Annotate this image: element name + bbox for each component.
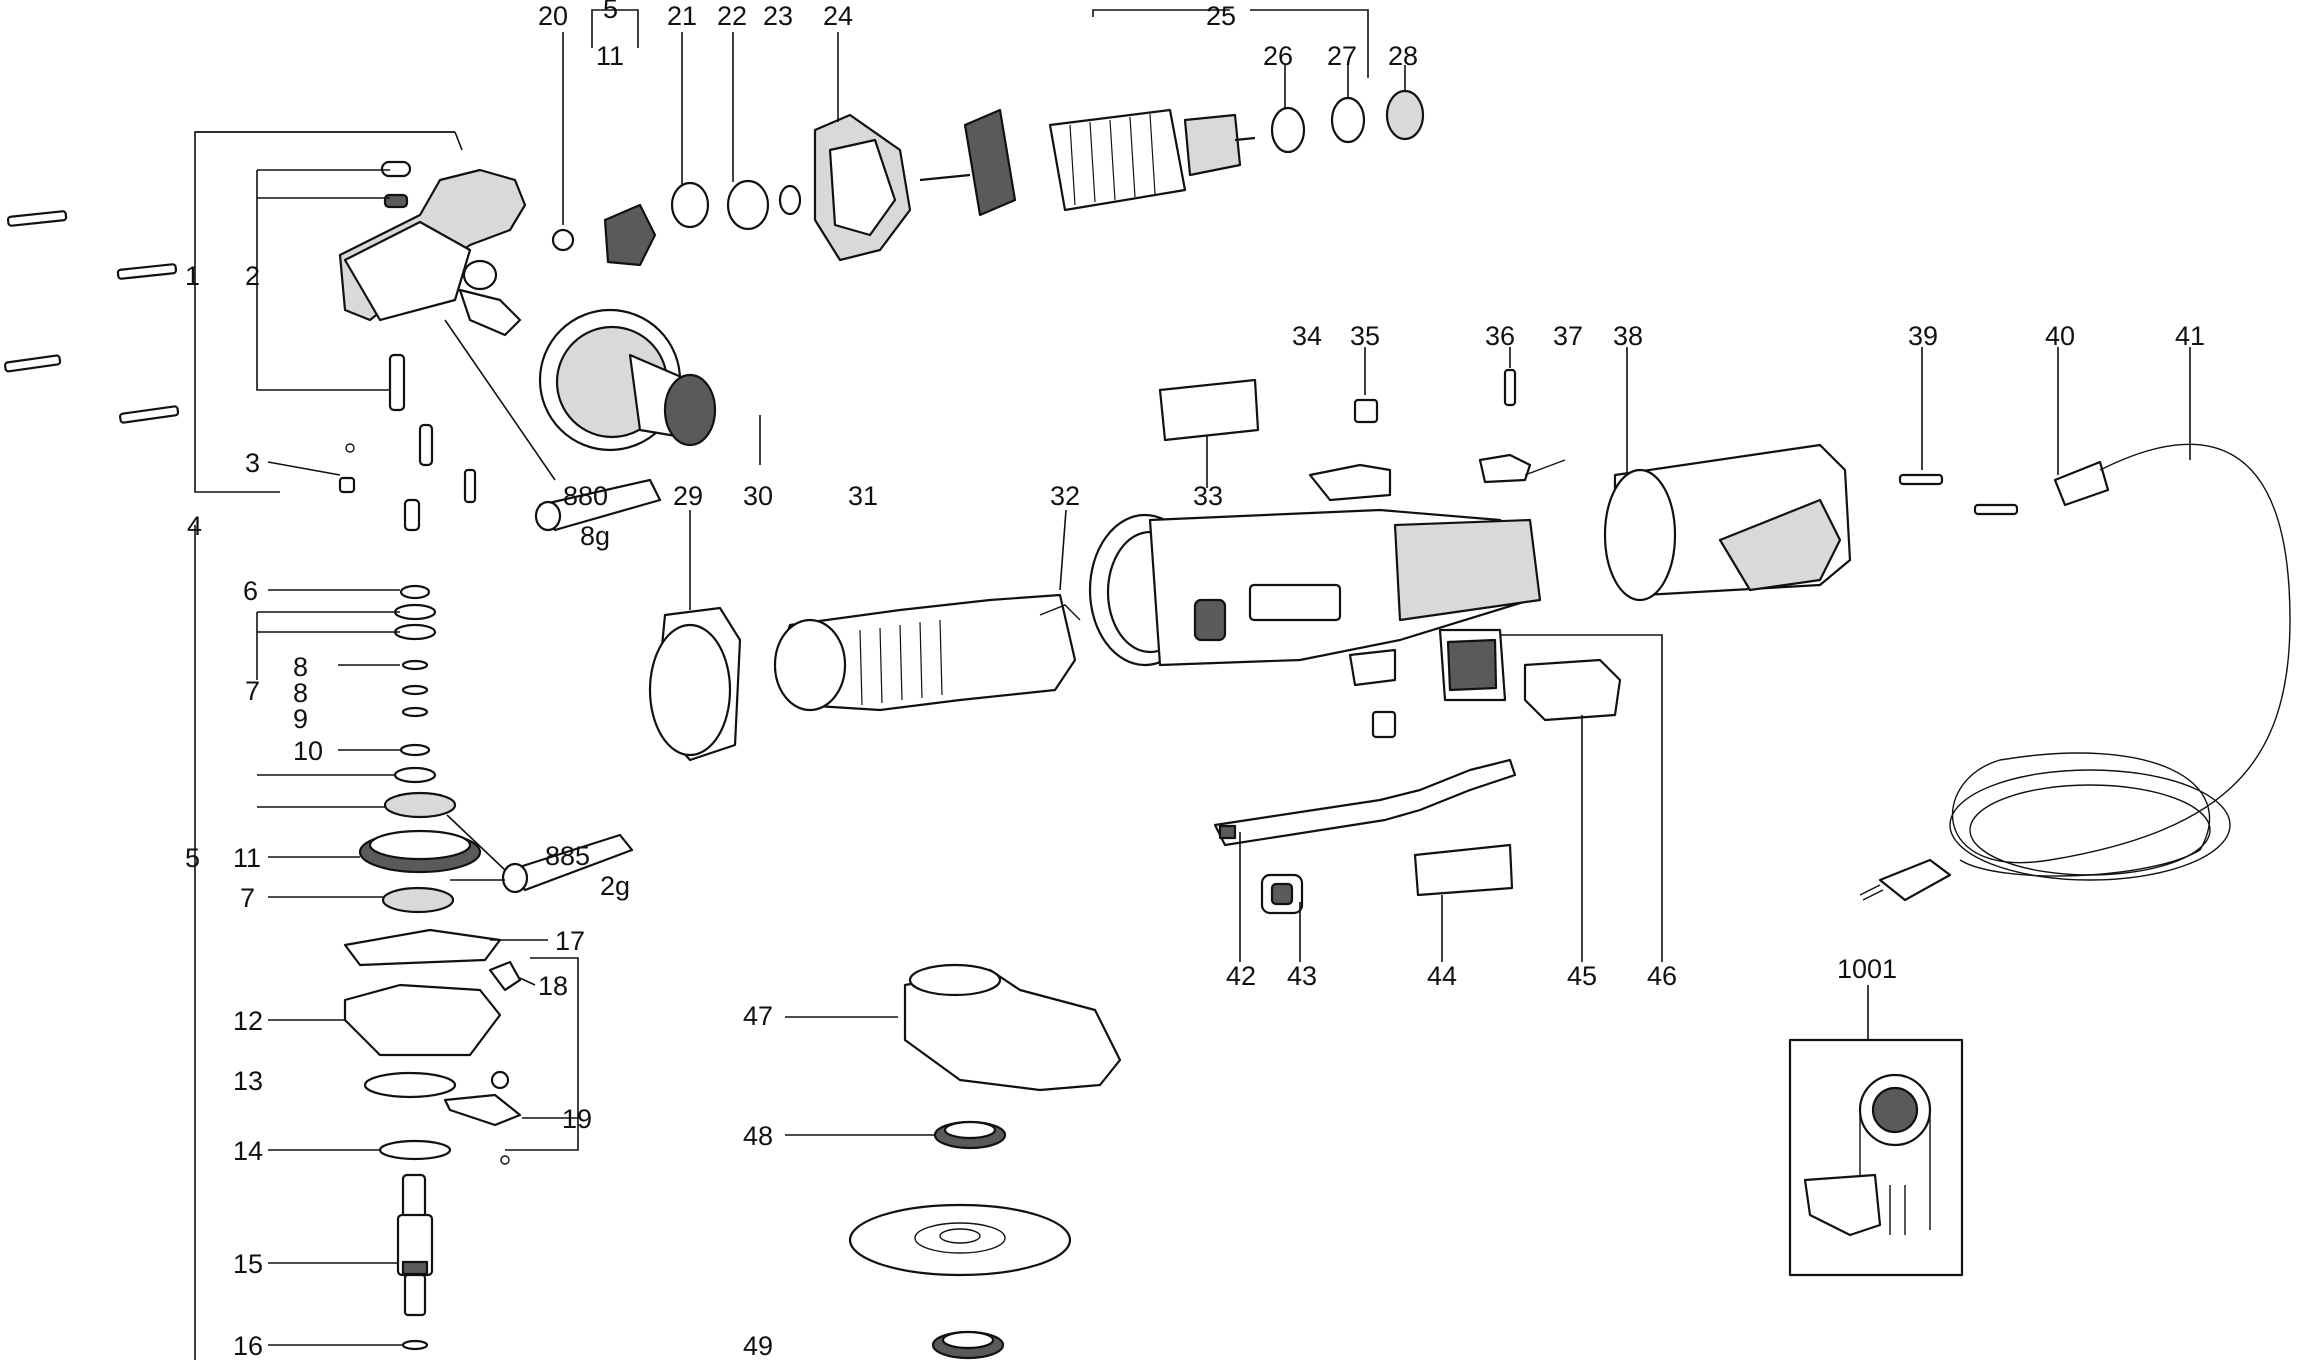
label-36: 36 [1485, 321, 1515, 351]
label-25: 25 [1206, 1, 1236, 31]
label-43: 43 [1287, 961, 1317, 991]
label-16: 16 [233, 1331, 263, 1361]
label-15: 15 [233, 1249, 263, 1279]
wheel-guard-icon [903, 963, 1122, 1092]
label-5-top: 5 [603, 0, 618, 24]
label-14: 14 [233, 1136, 263, 1166]
label-30: 30 [743, 481, 773, 511]
label-18: 18 [538, 971, 568, 1001]
label-28: 28 [1388, 41, 1418, 71]
gear-housing-icon [338, 160, 527, 337]
label-11-left: 11 [233, 843, 261, 873]
grease-tube-880: 880 8g [444, 319, 662, 551]
label-33: 33 [1193, 481, 1223, 511]
baffle-icon [648, 606, 742, 762]
motor-housing-icon [1088, 508, 1542, 667]
label-7a: 7 [245, 676, 260, 706]
screw-icon [3, 210, 180, 424]
label-49: 49 [743, 1331, 773, 1361]
label-45: 45 [1567, 961, 1597, 991]
label-plate-33 [1158, 378, 1260, 442]
label-13: 13 [233, 1066, 263, 1096]
label-7b: 7 [240, 883, 255, 913]
spindle-stack-icon [343, 584, 502, 1351]
label-19: 19 [562, 1104, 592, 1134]
label-22: 22 [717, 1, 747, 31]
wiring-diagram-icon [1788, 1038, 1964, 1277]
spindle-flange-icon [538, 308, 717, 452]
wrench-icon [1213, 758, 1517, 847]
grease-tube-885: 885 2g [501, 833, 634, 901]
left-bracket [194, 131, 463, 1360]
label-3: 3 [245, 448, 260, 478]
label-35: 35 [1350, 321, 1380, 351]
label-37: 37 [1553, 321, 1583, 351]
label-2: 2 [245, 261, 260, 291]
label-8a: 8 [293, 652, 308, 682]
label-6: 6 [243, 576, 258, 606]
label-plate-44 [1413, 843, 1514, 897]
label-47: 47 [743, 1001, 773, 1031]
label-32: 32 [1050, 481, 1080, 511]
label-38: 38 [1613, 321, 1643, 351]
label-20: 20 [538, 1, 568, 31]
label-1001: 1001 [1837, 954, 1897, 984]
bearings-26-28 [1270, 89, 1425, 154]
brush-parts-icon [1308, 368, 1566, 739]
spindle-lock-icon [443, 960, 522, 1165]
grease-amount-8g: 8g [580, 521, 610, 551]
label-40: 40 [2045, 321, 2075, 351]
flange-nut-icon [933, 1120, 1007, 1150]
grease-code-880: 880 [563, 481, 608, 511]
handle-cover-icon [1603, 443, 1852, 602]
label-42: 42 [1226, 961, 1256, 991]
label-46: 46 [1647, 961, 1677, 991]
label-41: 41 [2175, 321, 2205, 351]
label-21: 21 [667, 1, 697, 31]
grinding-disc-icon [848, 1203, 1072, 1277]
label-34: 34 [1292, 321, 1322, 351]
label-17: 17 [555, 926, 585, 956]
label-8b: 8 [293, 678, 308, 708]
button-icon [1260, 873, 1304, 915]
label-1: 1 [185, 261, 200, 291]
grease-amount-2g: 2g [600, 871, 630, 901]
grease-code-885: 885 [545, 841, 590, 871]
power-cord-icon [1859, 443, 2291, 902]
small-parts-top [551, 113, 912, 267]
switch-icon [1438, 628, 1622, 722]
clamp-nut-icon [931, 1330, 1005, 1360]
label-39: 39 [1908, 321, 1938, 351]
label-12: 12 [233, 1006, 263, 1036]
label-48: 48 [743, 1121, 773, 1151]
label-10: 10 [293, 736, 323, 766]
label-11-top: 11 [596, 41, 624, 71]
leader-lines [256, 9, 2191, 1346]
label-27: 27 [1327, 41, 1357, 71]
label-31: 31 [848, 481, 878, 511]
label-4: 4 [187, 511, 202, 541]
label-24: 24 [823, 1, 853, 31]
housing-screws [338, 353, 477, 532]
label-44: 44 [1427, 961, 1457, 991]
label-26: 26 [1263, 41, 1293, 71]
label-5-left: 5 [185, 843, 200, 873]
label-23: 23 [763, 1, 793, 31]
label-9: 9 [293, 704, 308, 734]
label-29: 29 [673, 481, 703, 511]
part-number-labels: 20 5 11 21 22 23 24 25 26 27 28 1 2 3 4 … [185, 0, 2205, 1361]
stator-icon [773, 593, 1081, 712]
cord-screws [1898, 473, 2019, 516]
armature-icon [919, 108, 1256, 217]
